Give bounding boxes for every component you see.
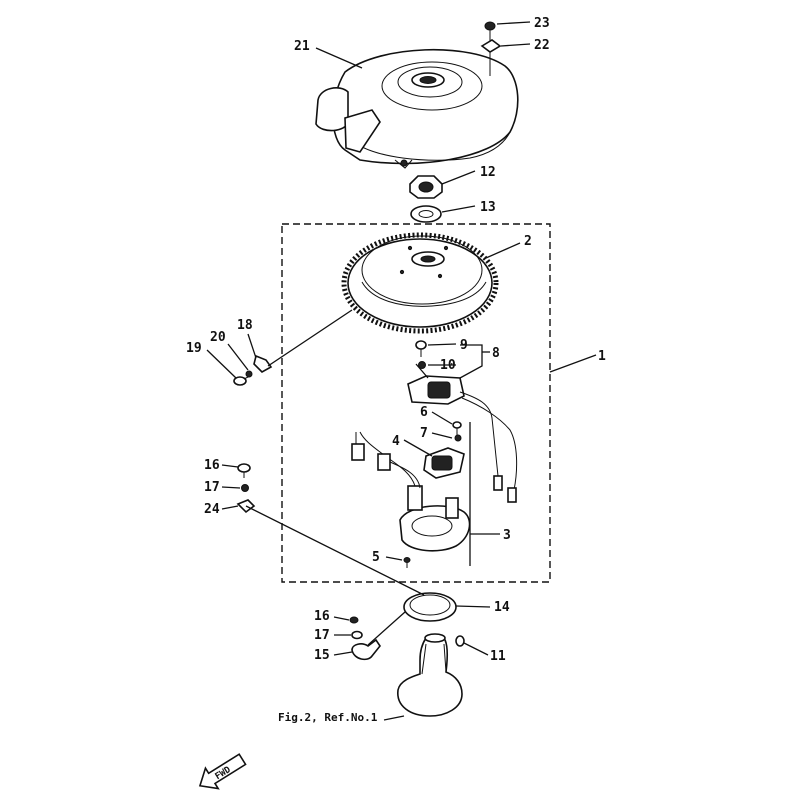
callout-21: 21	[294, 39, 310, 54]
washer-part-20	[245, 370, 253, 378]
stator-base-part-3	[351, 431, 471, 552]
callout-18: 18	[237, 318, 253, 333]
washer-part-17-lower	[351, 630, 363, 640]
screw-part-5	[403, 557, 411, 568]
callout-17-lower: 17	[314, 628, 330, 643]
fwd-arrow-icon: FWD	[198, 753, 247, 790]
clamp-part-15	[351, 638, 381, 661]
callout-2: 2	[524, 234, 532, 249]
callout-23: 23	[534, 16, 550, 31]
callout-6: 6	[420, 405, 428, 420]
callout-labels: 23 22 21 12 13 2 1 18 20 19 9 10 8 6 7 4…	[186, 16, 606, 664]
callout-13: 13	[480, 200, 496, 215]
bolt-part-16-upper	[237, 463, 251, 478]
screw-part-23	[484, 21, 496, 76]
callout-16-upper: 16	[204, 458, 220, 473]
figure-caption: Fig.2, Ref.No.1	[278, 711, 378, 724]
callout-7: 7	[420, 426, 428, 441]
callout-15: 15	[314, 648, 330, 663]
key-part-11	[455, 635, 465, 647]
washer-part-10	[418, 361, 426, 369]
callout-17-upper: 17	[204, 480, 220, 495]
washer-part-17-upper	[241, 484, 249, 492]
callout-12: 12	[480, 165, 496, 180]
leader-lines	[206, 21, 597, 721]
washer-part-22	[480, 39, 502, 53]
callout-24: 24	[204, 502, 220, 517]
callout-8: 8	[492, 346, 500, 361]
bolt-part-16-lower	[349, 616, 359, 624]
callout-11: 11	[490, 649, 506, 664]
callout-5: 5	[372, 550, 380, 565]
callout-10: 10	[440, 358, 456, 373]
crankshaft-end	[397, 633, 463, 717]
callout-3: 3	[503, 528, 511, 543]
flywheel-part-2	[341, 232, 499, 334]
callout-14: 14	[494, 600, 510, 615]
callout-9: 9	[460, 338, 468, 353]
pulser-coil-part-4	[423, 447, 465, 479]
callout-22: 22	[534, 38, 550, 53]
callout-4: 4	[392, 434, 400, 449]
washer-part-13	[410, 205, 442, 223]
seal-ring-part-14	[403, 592, 457, 622]
assembly-boundary-dashed	[281, 223, 551, 583]
callout-16-lower: 16	[314, 609, 330, 624]
screw-part-19	[233, 375, 251, 386]
callout-19: 19	[186, 341, 202, 356]
flywheel-cover-part-21	[315, 48, 519, 169]
charge-coil-part-8	[407, 375, 518, 503]
callout-20: 20	[210, 330, 226, 345]
nut-part-12	[409, 175, 443, 199]
washer-part-7	[454, 434, 462, 442]
callout-1: 1	[598, 349, 606, 364]
bracket-part-18	[253, 354, 273, 373]
bolt-part-9	[415, 340, 427, 357]
